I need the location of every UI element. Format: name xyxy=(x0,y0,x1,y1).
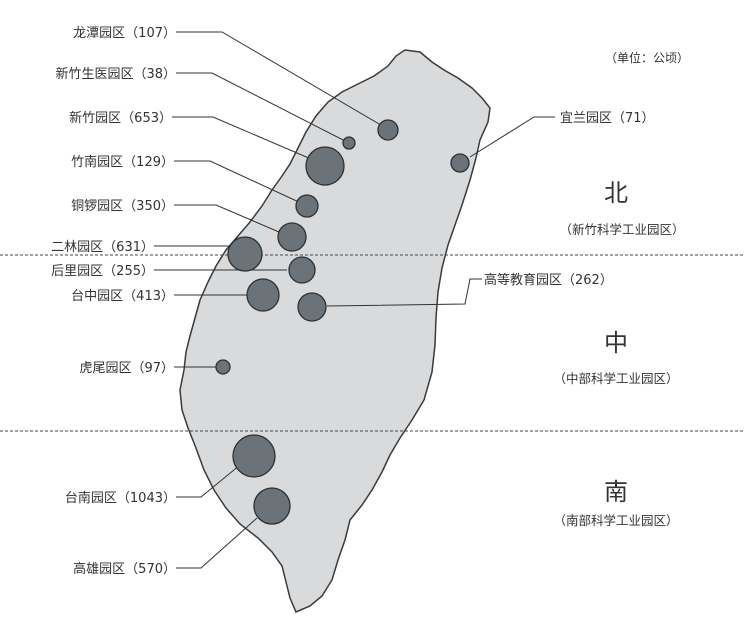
park-label-tongluo: 铜锣园区（350） xyxy=(71,199,174,214)
park-labels: 龙潭园区（107） 新竹生医园区（38） 新竹园区（653） 竹南园区（129）… xyxy=(51,26,654,577)
park-marker-huwei[interactable] xyxy=(215,359,231,375)
park-marker-taichung[interactable] xyxy=(246,278,280,312)
park-label-houli: 后里园区（255） xyxy=(51,264,154,279)
leader-zhunan xyxy=(174,160,302,204)
park-marker-hsinchu-biomed[interactable] xyxy=(342,136,356,150)
park-label-kaohsiung: 高雄园区（570） xyxy=(73,561,176,577)
region-south-sub: （南部科学工业园区） xyxy=(553,513,678,528)
region-central-sub: （中部科学工业园区） xyxy=(553,371,678,386)
park-label-taichung: 台中园区（413） xyxy=(71,289,174,304)
park-label-huwei: 虎尾园区（97） xyxy=(79,361,174,376)
park-label-longtan: 龙潭园区（107） xyxy=(73,26,176,41)
park-marker-yilan[interactable] xyxy=(450,153,470,173)
taiwan-island xyxy=(179,49,491,613)
park-label-zhunan: 竹南园区（129） xyxy=(71,154,174,170)
park-label-hsinchu: 新竹园区（653） xyxy=(69,110,172,126)
park-marker-tainan[interactable] xyxy=(232,434,276,478)
park-marker-houli[interactable] xyxy=(288,256,316,284)
region-north-sub: （新竹科学工业园区） xyxy=(559,222,684,237)
park-marker-higher-edu[interactable] xyxy=(297,292,327,322)
park-label-tainan: 台南园区（1043） xyxy=(65,490,176,506)
leader-hsinchu xyxy=(172,116,319,163)
park-marker-longtan[interactable] xyxy=(377,119,399,141)
region-north-name: 北 xyxy=(604,179,628,207)
leader-tongluo xyxy=(174,204,287,236)
region-central-name: 中 xyxy=(604,329,628,357)
leader-yilan xyxy=(469,116,555,158)
leader-lines xyxy=(154,31,555,569)
park-label-higher-edu: 高等教育园区（262） xyxy=(484,272,613,288)
leader-kaohsiung xyxy=(176,517,258,569)
park-marker-tongluo[interactable] xyxy=(277,222,307,252)
leader-hsinchu-biomed xyxy=(176,72,348,143)
leader-higher-edu xyxy=(326,278,482,307)
park-marker-zhunan[interactable] xyxy=(295,194,319,218)
unit-note: （单位：公顷） xyxy=(605,50,689,65)
park-label-hsinchu-biomed: 新竹生医园区（38） xyxy=(55,66,176,82)
leader-tainan xyxy=(176,464,241,498)
park-marker-hsinchu[interactable] xyxy=(305,146,345,186)
park-label-yilan: 宜兰园区（71） xyxy=(560,111,655,126)
park-label-erlin: 二林园区（631） xyxy=(51,240,154,255)
leader-longtan xyxy=(176,31,387,129)
park-markers xyxy=(215,119,470,525)
park-marker-kaohsiung[interactable] xyxy=(253,487,291,525)
region-south-name: 南 xyxy=(604,478,628,506)
park-marker-erlin[interactable] xyxy=(227,236,263,272)
